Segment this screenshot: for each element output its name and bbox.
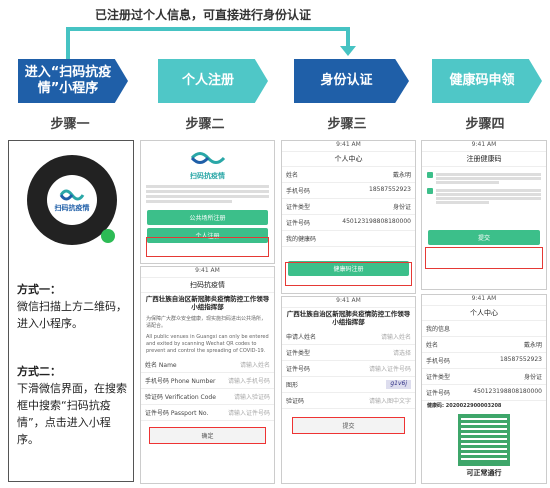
method1-text: 微信扫描上方二维码，进入小程序。 bbox=[17, 300, 127, 330]
loop-arrow-vertical-left bbox=[66, 27, 70, 59]
status-time: 9:41 AM bbox=[141, 267, 274, 278]
form-header: 广西壮族自治区新冠肺炎疫情防控工作领导小组指挥部 bbox=[145, 295, 270, 312]
phone-identity-form: 9:41 AM 广西壮族自治区新冠肺炎疫情防控工作领导小组指挥部 申请人姓名请输… bbox=[281, 296, 416, 484]
loop-arrow-head bbox=[340, 46, 356, 56]
submit-button[interactable]: 提交 bbox=[292, 416, 405, 434]
loop-arrow-horizontal bbox=[66, 27, 350, 31]
form-row-passport[interactable]: 证件号码 Passport No.请输入证件号码 bbox=[141, 404, 274, 421]
submit-health-button[interactable]: 提交 bbox=[428, 230, 540, 245]
info-row-idtype: 证件类型身份证 bbox=[282, 199, 415, 215]
qr-caption: 扫码抗疫情 bbox=[54, 204, 90, 212]
captcha-image[interactable]: g1v6j bbox=[386, 379, 411, 389]
phone-title: 扫码抗疫情 bbox=[141, 278, 274, 293]
form-header: 广西壮族自治区新冠肺炎疫情防控工作领导小组指挥部 bbox=[286, 310, 411, 327]
status-time: 9:41 AM bbox=[282, 297, 415, 308]
phone-register-form: 9:41 AM 扫码抗疫情 广西壮族自治区新冠肺炎疫情防控工作领导小组指挥部 为… bbox=[140, 266, 275, 484]
intro-text: 为保障广大群众安全健康，现实施扫码进出公共场所，请配合。 bbox=[146, 315, 267, 329]
top-note: 已注册过个人信息，可直接进行身份认证 bbox=[95, 8, 312, 22]
method2-text: 下滑微信界面，在搜索框中搜索“扫码抗疫情”，点击进入小程序。 bbox=[17, 382, 127, 446]
pass-status: 可正常通行 bbox=[466, 469, 502, 477]
step-label-2: 步骤二 bbox=[185, 117, 225, 132]
phone-health-register: 9:41 AM 注册健康码 提交 bbox=[421, 140, 547, 290]
loop-arrow-vertical-right bbox=[346, 27, 350, 49]
info-row-idtype: 证件类型身份证 bbox=[422, 369, 546, 385]
phone-title: 注册健康码 bbox=[422, 152, 546, 167]
step-box-3: 身份认证 bbox=[294, 59, 409, 103]
highlight-personal-register bbox=[146, 237, 269, 257]
health-code-register-button[interactable]: 健康码注册 bbox=[288, 261, 409, 276]
status-time: 9:41 AM bbox=[422, 141, 546, 152]
info-row-name: 姓名戴永明 bbox=[422, 337, 546, 353]
step-label-1: 步骤一 bbox=[50, 117, 90, 132]
phone-title: 个人中心 bbox=[282, 152, 415, 167]
intro-text-en: All public venues in Guangxi can only be… bbox=[146, 333, 269, 354]
step-box-1: 进入“扫码抗疫情”小程序 bbox=[18, 59, 128, 103]
method1-title: 方式一： bbox=[17, 283, 61, 296]
highlight-health-register bbox=[285, 262, 412, 286]
phone-welcome: 扫码抗疫情 公共场所注册 个人注册 bbox=[140, 140, 275, 264]
info-row-name: 姓名戴永明 bbox=[282, 167, 415, 183]
app-name: 扫码抗疫情 bbox=[190, 172, 225, 180]
step-label-4: 步骤四 bbox=[465, 117, 505, 132]
agreement-text bbox=[422, 167, 546, 210]
left-panel: 扫码抗疫情 方式一： 微信扫描上方二维码，进入小程序。 方式二： 下滑微信界面，… bbox=[8, 140, 134, 482]
app-logo-icon bbox=[190, 152, 225, 164]
form-row-verify[interactable]: 验证码请输入图中文字 bbox=[282, 392, 415, 409]
step-box-4: 健康码申领 bbox=[432, 59, 542, 103]
method2-title: 方式二： bbox=[17, 365, 61, 378]
checkbox-icon[interactable] bbox=[427, 172, 433, 178]
info-row-header: 我的信息 bbox=[422, 321, 546, 337]
public-register-button[interactable]: 公共场所注册 bbox=[147, 210, 268, 225]
health-qr-code[interactable] bbox=[458, 414, 510, 466]
qr-center-logo: 扫码抗疫情 bbox=[47, 175, 97, 225]
form-row-idnum[interactable]: 证件号码请输入证件号码 bbox=[282, 360, 415, 377]
health-code-number: 健康码: 2020022900003208 bbox=[427, 403, 502, 409]
step-box-2: 个人注册 bbox=[158, 59, 268, 103]
step-label-3: 步骤三 bbox=[327, 117, 367, 132]
form-row-applicant[interactable]: 申请人姓名请输入姓名 bbox=[282, 328, 415, 345]
welcome-text-placeholder bbox=[141, 181, 274, 207]
section-health-code: 我的健康码 bbox=[282, 231, 415, 247]
status-time: 9:41 AM bbox=[282, 141, 415, 152]
wechat-mini-icon bbox=[101, 229, 115, 243]
phone-title: 个人中心 bbox=[422, 306, 546, 321]
form-row-idtype[interactable]: 证件类型请选择 bbox=[282, 344, 415, 361]
confirm-button[interactable]: 确定 bbox=[149, 426, 266, 444]
checkbox-icon[interactable] bbox=[427, 188, 433, 194]
personal-register-button[interactable]: 个人注册 bbox=[147, 228, 268, 243]
app-logo-icon bbox=[59, 189, 85, 201]
status-time: 9:41 AM bbox=[422, 295, 546, 306]
highlight-submit-health bbox=[425, 247, 543, 269]
